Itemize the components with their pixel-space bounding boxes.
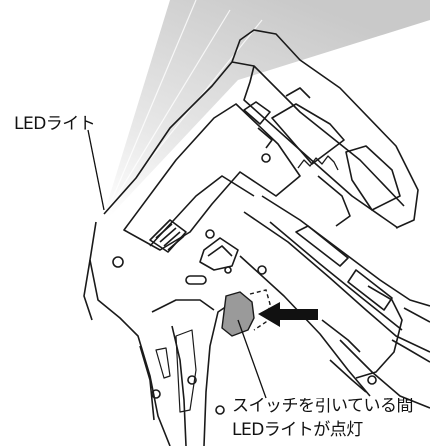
led-leader-line: [87, 129, 105, 211]
trigger: [221, 291, 255, 337]
trigger-leader-line: [237, 319, 267, 399]
trigger-caption-line1: スイッチを引いている間: [232, 398, 414, 415]
trigger-pulled-outline: [249, 289, 271, 331]
pull-arrow: [258, 302, 318, 327]
trigger-caption-line2: LEDライトが点灯: [232, 420, 363, 440]
vent-grille: [149, 219, 187, 253]
led-light-beam: [104, 0, 430, 216]
selector-switch: [199, 237, 239, 271]
tool-body: [83, 29, 430, 446]
led-light-label: LEDライト: [14, 114, 96, 134]
